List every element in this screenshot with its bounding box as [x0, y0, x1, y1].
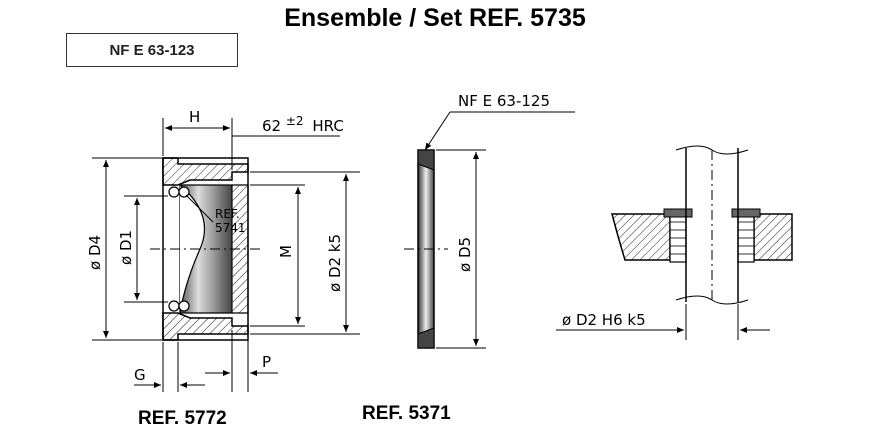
dimension-m [250, 184, 305, 327]
d5-label: ø D5 [456, 237, 474, 272]
dimension-d4 [92, 157, 162, 341]
hardness-tolerance: ±2 [286, 114, 304, 128]
standard-5371-label: NF E 63-125 [458, 92, 550, 110]
standard-box-label: NF E 63-123 [109, 41, 195, 59]
bushing-5772 [150, 157, 262, 341]
m-label: M [277, 245, 295, 258]
h-label: H [189, 108, 200, 126]
assembly-view [556, 145, 793, 340]
dimension-p [205, 330, 278, 392]
ref-5741-line1: REF. [215, 207, 240, 221]
d1-label: ø D1 [117, 230, 135, 265]
hardness-unit: HRC [312, 117, 343, 135]
d4-label: ø D4 [86, 235, 104, 270]
dimension-d2 [250, 171, 360, 335]
fit-label: ø D2 H6 k5 [562, 311, 646, 329]
dimension-g [134, 342, 205, 392]
g-label: G [134, 366, 146, 384]
hardness-label: 62 ±2 HRC [262, 111, 344, 135]
dimension-d1 [124, 195, 168, 303]
ref-5772-label: REF. 5772 [138, 408, 227, 429]
page-title: Ensemble / Set REF. 5735 [284, 4, 586, 32]
disc-5371 [404, 111, 575, 349]
hardness-callout [231, 135, 340, 160]
d2-label: ø D2 k5 [326, 234, 344, 292]
ref-5741-line2: 5741 [215, 221, 246, 235]
hardness-value: 62 [262, 117, 281, 135]
ref-5371-label: REF. 5371 [362, 403, 451, 424]
standard-box: NF E 63-123 [66, 33, 238, 67]
p-label: P [262, 353, 271, 371]
dimension-d5 [436, 149, 486, 349]
